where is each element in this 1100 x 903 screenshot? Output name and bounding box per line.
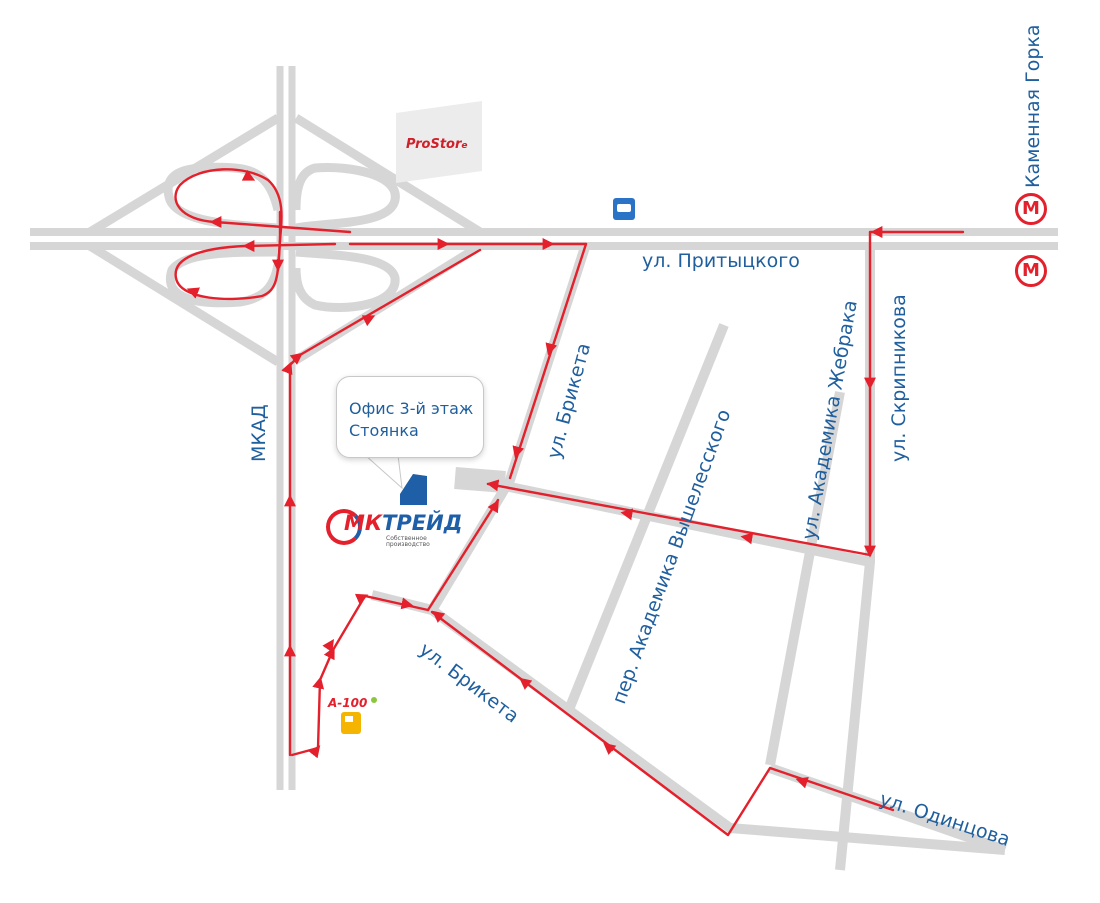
route-arrow-a100-2 (400, 597, 414, 610)
callout-office-floor: Офис 3-й этаж (349, 399, 474, 418)
a100-logo: А-100 (328, 696, 368, 710)
mk-treyd-wordmark: МКТРЕЙД (344, 511, 462, 535)
logo-subtitle: Собственное производство (386, 535, 430, 549)
loop-ne (291, 163, 400, 233)
office-callout: Офис 3-й этаж Стоянка (336, 376, 484, 458)
fuel-station-icon[interactable] (341, 712, 361, 734)
prostore-logo: ProStore (406, 137, 468, 152)
route-arrow-zh-2 (620, 508, 634, 521)
road-vyshelesskogo (563, 323, 729, 714)
bus-stop-icon[interactable] (613, 198, 635, 220)
callout-pointer (363, 454, 403, 490)
route-arrow-br-1 (545, 342, 558, 356)
loop-sw (165, 247, 283, 308)
road-akademika-zhebraka (765, 391, 845, 766)
a100-dot-icon (371, 697, 377, 703)
label-mkad: МКАД (248, 404, 270, 462)
route-arrow-ramp (361, 315, 376, 327)
metro-icon[interactable]: М (1015, 193, 1047, 225)
route-arrow-loop-3 (241, 169, 256, 181)
loop-se (291, 247, 400, 312)
route-skripnikova (868, 230, 965, 557)
metro-icon[interactable]: М (1015, 255, 1047, 287)
route-briketa-down (508, 242, 588, 480)
logo-mk: МК (344, 511, 383, 535)
route-odintsova-briketa (430, 610, 895, 837)
label-kamennaya-gorka: Каменная Горка (1022, 24, 1044, 188)
ramp-sw (87, 242, 281, 366)
route-arrow-zh-3 (486, 479, 500, 492)
route-loop-north (174, 168, 352, 272)
callout-parking: Стоянка (349, 421, 419, 440)
office-building[interactable] (400, 474, 427, 505)
route-arrow-loop-5 (186, 287, 201, 299)
routes (174, 168, 965, 837)
roads (30, 66, 1058, 871)
label-skripnikova: ул. Скрипникова (888, 294, 910, 462)
route-arrow-br-4 (603, 742, 617, 755)
route-arrow-br-5 (519, 677, 533, 690)
road-access (454, 467, 506, 493)
route-arrow-br-3 (487, 499, 499, 514)
mk-treyd-logo: МКТРЕЙД Собственное производство (326, 507, 462, 551)
ramp-ne (293, 114, 483, 236)
route-zhebraka-west (486, 482, 872, 557)
route-arrow-a100 (322, 639, 334, 653)
logo-treyd: ТРЕЙД (382, 511, 463, 535)
prostore-logo-text: ProStor (406, 137, 462, 152)
route-from-a100 (290, 593, 430, 759)
route-loop-south (174, 210, 337, 301)
prostore-logo-suffix: e (461, 141, 468, 151)
mk-treyd-swirl-icon (326, 509, 362, 545)
route-arrow-br-6 (432, 610, 446, 623)
route-arrow-od-1 (795, 776, 809, 789)
route-mkad-north (281, 248, 482, 757)
label-pritytskogo: ул. Притыцкого (642, 250, 800, 272)
route-arrow-zh-1 (740, 532, 754, 545)
route-briketa-up (426, 498, 500, 612)
route-arrow-br-2 (512, 445, 525, 459)
